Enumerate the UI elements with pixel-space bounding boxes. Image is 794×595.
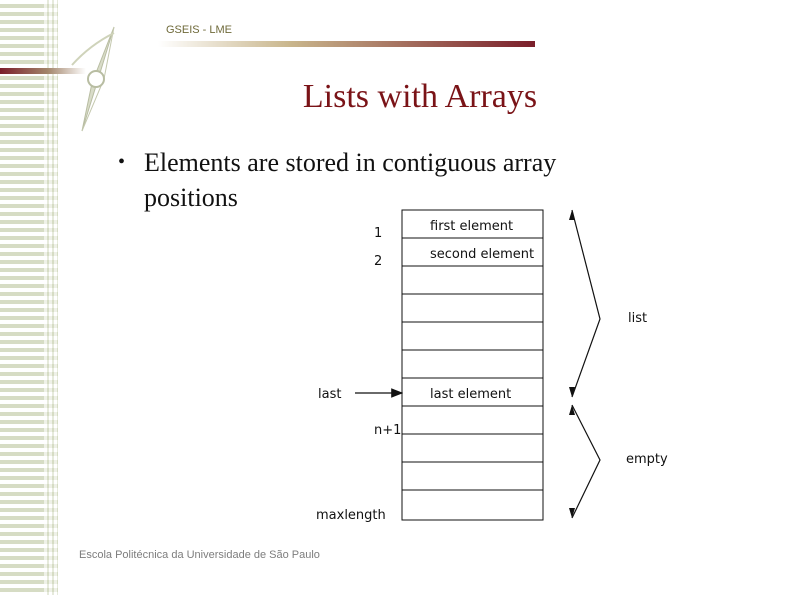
cell-text-last: last element [430, 387, 511, 402]
empty-brace [572, 405, 600, 518]
decorative-stripes-vertical [44, 0, 58, 595]
array-cell-4 [402, 294, 543, 322]
array-cell-6 [402, 350, 543, 378]
index-label-2: 2 [374, 254, 382, 269]
list-brace [572, 210, 600, 397]
footer-text: Escola Politécnica da Universidade de Sã… [79, 549, 320, 561]
cell-text-second: second element [430, 247, 534, 262]
header-org-label: GSEIS - LME [166, 24, 232, 36]
list-brace-top-arrow [569, 210, 575, 220]
brace-label-list: list [628, 311, 647, 326]
bullet-dot: • [118, 145, 125, 180]
array-cell-8 [402, 406, 543, 434]
array-cell-10 [402, 462, 543, 490]
compass-logo-icon [70, 25, 130, 135]
brace-label-empty: empty [626, 452, 668, 467]
index-label-1: 1 [374, 226, 382, 241]
array-cell-9 [402, 434, 543, 462]
array-cell-5 [402, 322, 543, 350]
index-label-maxlength: maxlength [316, 508, 386, 523]
slide-title: Lists with Arrays [270, 78, 570, 116]
array-list-diagram: first element second element last elemen… [310, 205, 680, 530]
pointer-label-last: last [318, 387, 341, 402]
cell-text-first: first element [430, 219, 513, 234]
index-label-n-plus-1: n+1 [374, 423, 401, 438]
array-cell-11 [402, 490, 543, 520]
header-gradient-bar [158, 41, 535, 47]
array-cell-3 [402, 266, 543, 294]
